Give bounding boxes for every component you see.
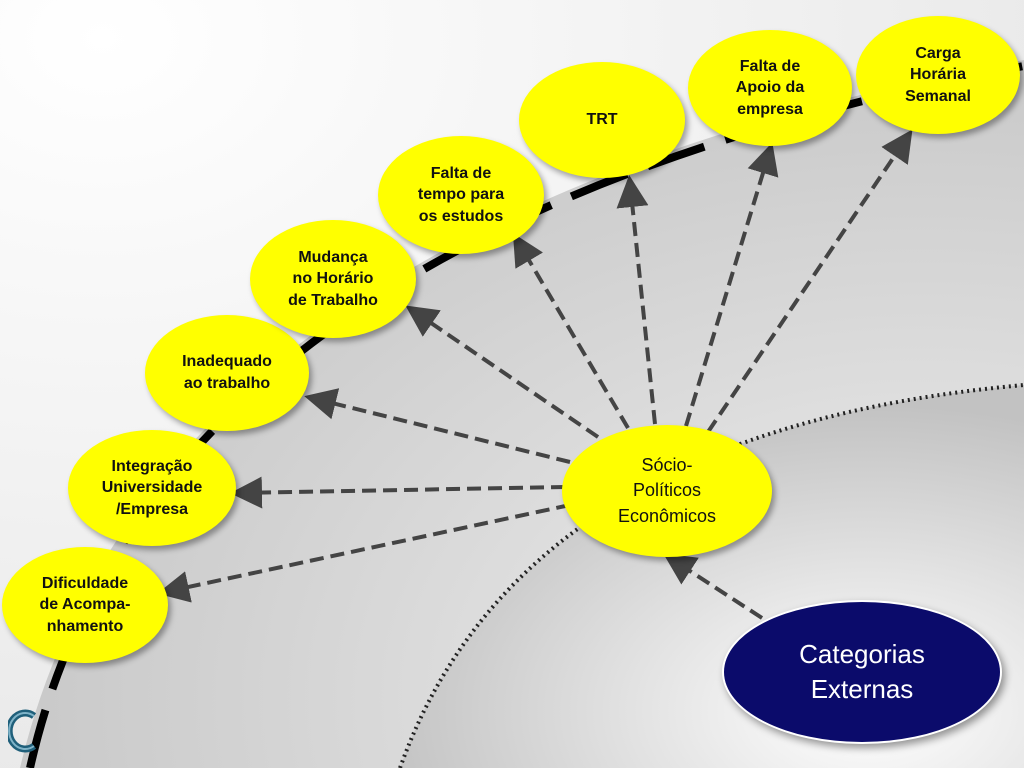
- arrow-to-falta-apoio: [684, 142, 779, 427]
- arrow-root-to-center: [663, 553, 764, 620]
- node-inadequado: Inadequado ao trabalho: [145, 315, 309, 431]
- arrow-to-inadequado: [304, 388, 571, 464]
- arrow-to-trt: [616, 175, 657, 425]
- node-carga: Carga Horária Semanal: [856, 16, 1020, 134]
- arrow-to-dificuldade: [157, 503, 571, 603]
- arrow-to-integracao: [230, 476, 566, 509]
- node-root: Categorias Externas: [722, 600, 1002, 744]
- node-center: Sócio- Políticos Econômicos: [562, 425, 772, 557]
- c-logo-icon: [8, 709, 37, 753]
- node-falta-tempo: Falta de tempo para os estudos: [378, 136, 544, 254]
- arrows: [157, 129, 913, 620]
- arrow-to-carga: [706, 129, 913, 434]
- node-falta-apoio: Falta de Apoio da empresa: [688, 30, 852, 146]
- node-trt: TRT: [519, 62, 685, 178]
- arrow-to-falta-tempo: [512, 233, 630, 430]
- node-integracao: Integração Universidade /Empresa: [68, 430, 236, 546]
- arrow-to-mudanca: [405, 305, 600, 439]
- node-dificuldade: Dificuldade de Acompa- nhamento: [2, 547, 168, 663]
- node-mudanca: Mudança no Horário de Trabalho: [250, 220, 416, 338]
